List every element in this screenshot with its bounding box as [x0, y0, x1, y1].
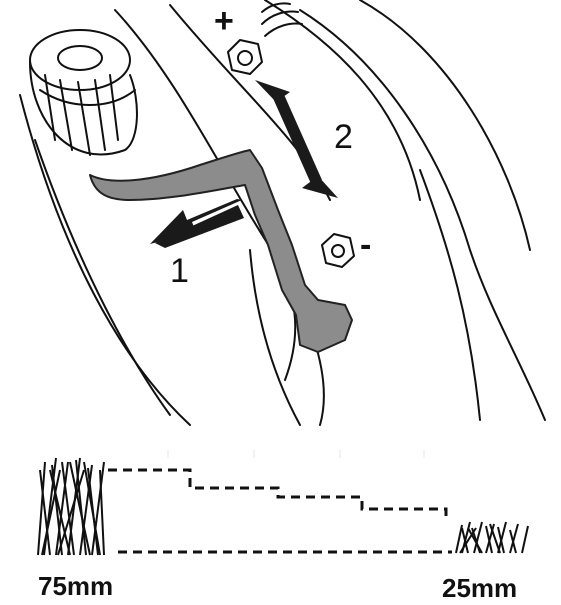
step-1-label: 1	[170, 254, 189, 288]
body-curve-5	[360, 0, 530, 250]
body-curve-4	[300, 10, 545, 420]
increase-sign: +	[214, 4, 234, 38]
arrow-1	[150, 199, 244, 248]
lower-bolt	[322, 234, 354, 267]
upper-bolt	[228, 40, 262, 74]
motion-stroke	[265, 24, 302, 37]
height-scale	[38, 450, 528, 555]
short-grass-icon	[456, 522, 528, 553]
level-dividers	[168, 450, 424, 458]
min-height-label: 25mm	[442, 575, 517, 601]
max-height-label: 75mm	[38, 573, 113, 599]
tall-grass-icon	[38, 458, 104, 555]
height-steps	[108, 470, 452, 552]
step-2-label: 2	[334, 120, 353, 154]
body-curve-6	[420, 170, 480, 420]
adjust-knob	[30, 30, 137, 155]
decrease-sign: -	[360, 228, 371, 262]
